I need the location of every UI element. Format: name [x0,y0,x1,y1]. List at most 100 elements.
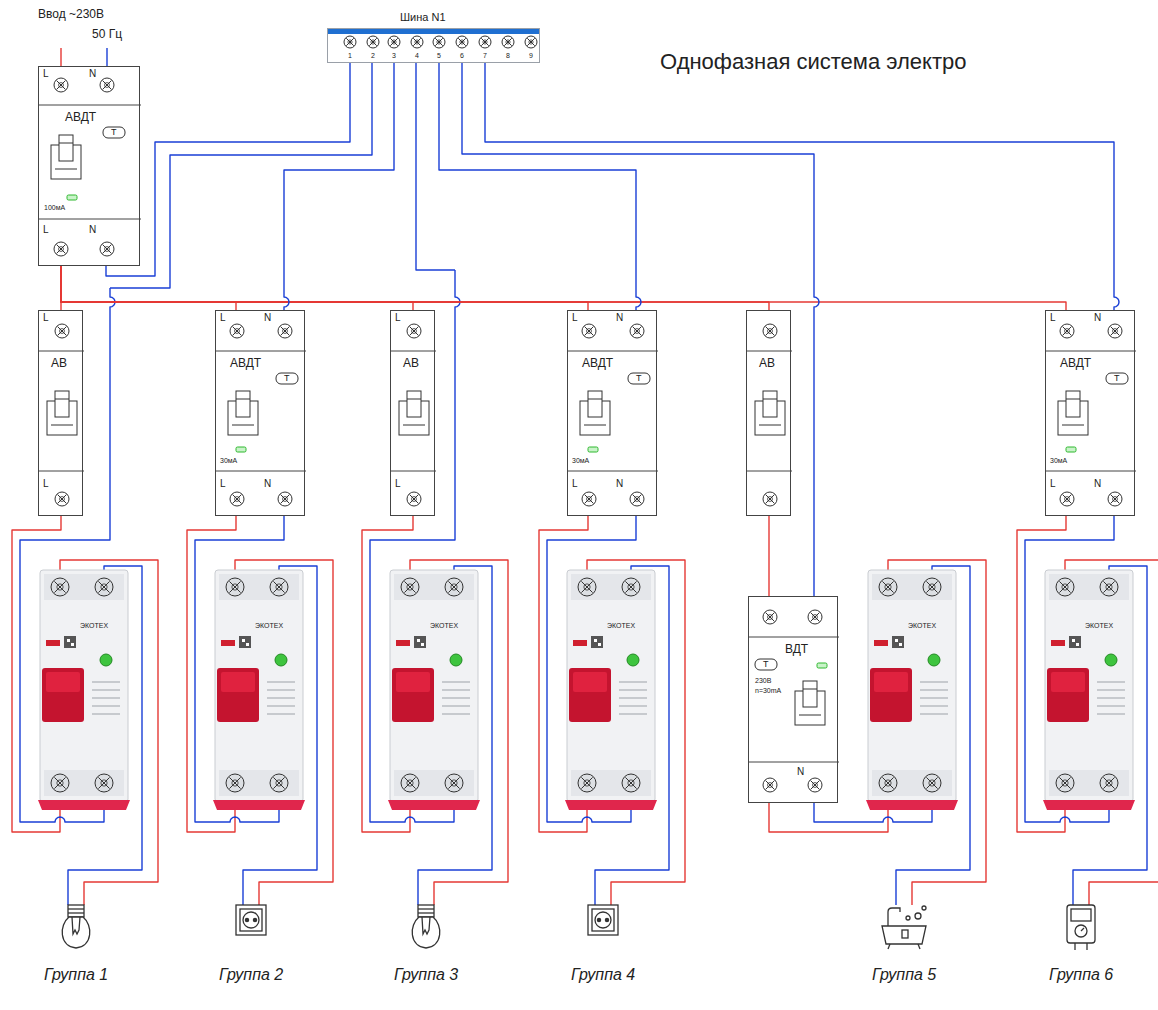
marking-text: Т [763,660,769,669]
qr-code [239,636,251,648]
screw-slot [1106,780,1112,786]
bath-bubble [906,916,910,920]
terminal-screw [388,36,400,48]
marking-text: 30мА [572,457,589,464]
screw-head [456,36,468,48]
terminal-screw [502,36,514,48]
terminal-screw [1108,324,1122,338]
screw-slot [229,777,240,788]
indicator [874,640,888,646]
rcd: ВДТТ230Вn=30mAN [748,596,838,803]
screw-slot [1111,495,1120,504]
terminal-screw [622,578,640,596]
screw-slot [811,781,820,790]
screw-slot [273,777,284,788]
terminal-screw [54,242,68,256]
terminal-screw [1108,492,1122,506]
marking-text: 230В [755,677,771,684]
screw-slot [633,327,642,336]
terminal-screw [763,610,777,624]
group-label: Группа 2 [219,966,283,984]
bath-leg [888,944,890,949]
marking-text: n=30mA [755,687,781,694]
toggle-handle [1051,672,1085,692]
terminal-block [219,770,299,796]
screw-slot [628,584,634,590]
screw-slot [1106,584,1112,590]
device-face [39,67,141,267]
screw-slot [448,581,459,592]
marking-text: L [43,313,49,323]
screw-slot [628,780,634,786]
terminal-screw [100,242,114,256]
switch-body [799,715,821,716]
terminal-block [571,770,651,796]
print-lines [442,689,470,691]
marking-text: 30мА [220,457,237,464]
qr-code [899,643,902,646]
screw-head [525,36,537,48]
circuit-breaker: АВ [746,310,791,516]
screw-slot [57,81,66,90]
screw-slot [54,581,65,592]
led-indicator [588,447,598,452]
print-lines [92,713,120,715]
screw-slot [766,327,775,336]
terminal-screw [344,36,356,48]
screw-slot [1063,495,1072,504]
toggle-handle [874,672,908,692]
marking-text: АВДТ [1060,357,1091,369]
switch-handle [763,399,777,400]
terminal-screw [1100,774,1118,792]
rcbo-device [1043,570,1135,810]
screw-slot [57,245,66,254]
screw-slot [273,581,284,592]
device-base [213,800,305,810]
divider-line [1046,351,1136,352]
screw-slot [506,40,510,44]
screw-slot [766,781,775,790]
screw-slot [413,38,420,45]
device-face [1046,311,1136,517]
terminal-screw [95,578,113,596]
screw-slot [633,495,642,504]
terminal-number: 8 [506,52,510,59]
sock-icon [236,905,266,935]
screw-slot [369,38,376,45]
test-button [1106,373,1128,384]
print-lines [619,705,647,707]
screw-head [1060,492,1074,506]
screw-slot [1063,327,1072,336]
screw-slot [348,40,352,44]
screw-slot [98,777,109,788]
socket-face [243,912,259,928]
screw-slot [625,581,636,592]
heater-body [1067,905,1095,943]
terminal-number: 9 [529,52,533,59]
brand-mark: ЭКОТЕХ [80,622,108,630]
terminal-screw [100,78,114,92]
screw-slot [98,581,109,592]
bath-bubble [915,913,921,919]
screw-head [808,778,822,792]
marking-text: N [1094,313,1101,323]
screw-slot [1059,581,1070,592]
screw-slot [926,581,937,592]
divider-line [216,471,306,472]
toggle-handle [396,672,430,692]
device-base [1043,800,1135,810]
screw-slot [390,38,397,45]
screw-head [95,578,113,596]
screw-head [445,578,463,596]
terminal-number: 4 [415,52,419,59]
bus-title: Шина N1 [400,12,446,23]
screw-slot [1103,581,1114,592]
qr-code [242,639,245,642]
switch-handle [59,135,73,161]
screw-slot [458,38,465,45]
device-base [565,800,657,810]
terminal-block [219,574,299,600]
screw-slot [369,38,376,45]
screw-head [367,36,379,48]
screw-slot [635,497,640,502]
